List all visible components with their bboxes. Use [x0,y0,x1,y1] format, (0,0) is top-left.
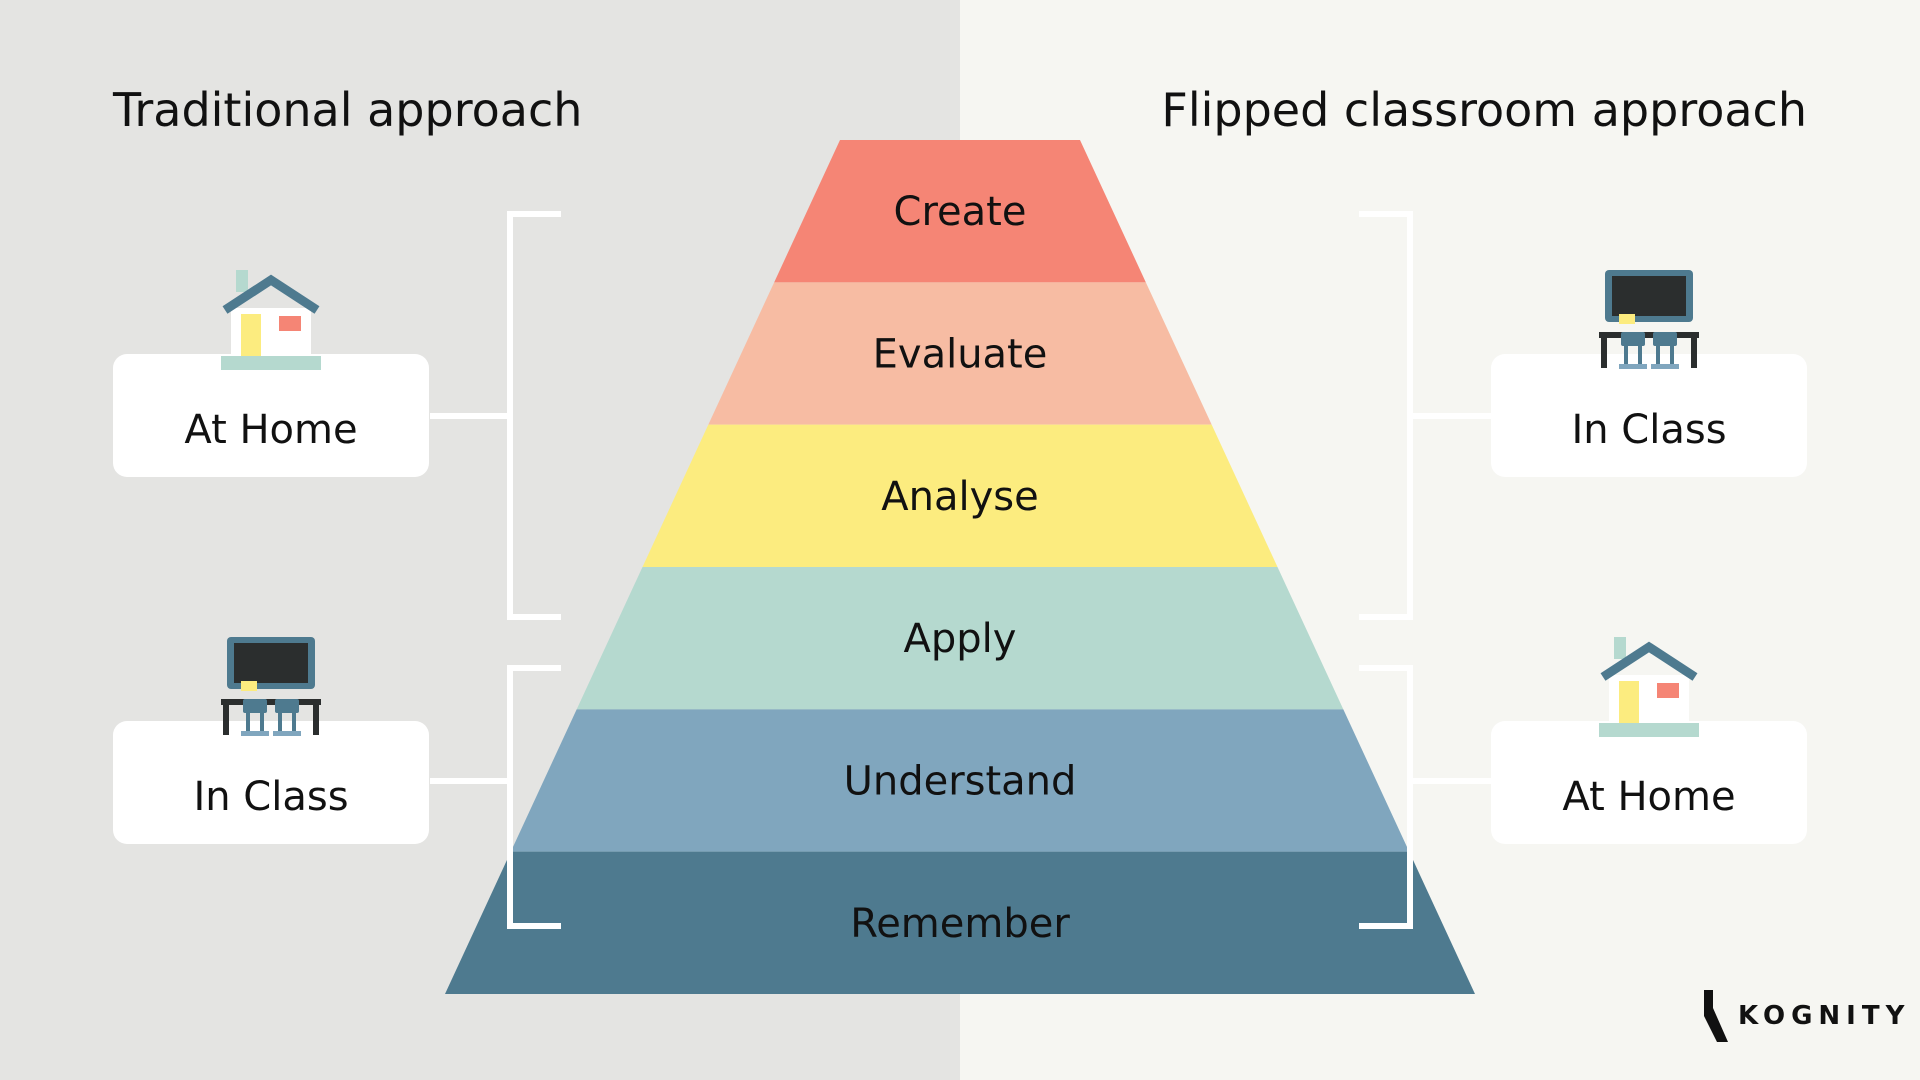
bracket-traditional-upper [507,211,561,620]
bracket-flipped-lower [1359,665,1413,929]
house-icon [1599,637,1699,737]
card-label: In Class [193,774,349,820]
pyramid-label-evaluate: Evaluate [873,332,1048,378]
pyramid-layer-analyse [642,424,1278,567]
flipped-classroom-heading: Flipped classroom approach [1161,83,1807,137]
pyramid-label-remember: Remember [850,901,1070,947]
bracket-traditional-lower [507,665,561,929]
house-icon [221,270,321,370]
kognity-logo-mark-icon [1704,990,1728,1042]
pyramid-layers: CreateEvaluateAnalyseApplyUnderstandReme… [445,140,1475,994]
traditional-at-home-card: At Home [113,270,429,477]
card-label: At Home [184,407,358,453]
flipped-at-home-card: At Home [1491,637,1807,844]
pyramid-label-analyse: Analyse [881,474,1038,520]
pyramid-layer-apply [576,567,1344,710]
pyramid-label-understand: Understand [844,759,1077,805]
bracket-flipped-upper [1359,211,1413,620]
pyramid-layer-create [774,140,1146,283]
pyramid-layer-understand [510,709,1410,852]
classroom-icon [221,637,321,736]
flipped-in-class-card: In Class [1491,270,1807,477]
card-label: In Class [1571,407,1727,453]
kognity-wordmark: KOGNITY [1738,1001,1911,1031]
pyramid-label-apply: Apply [904,616,1017,662]
brackets [430,211,1491,929]
traditional-approach-heading: Traditional approach [113,83,583,137]
card-label: At Home [1562,774,1736,820]
traditional-in-class-card: In Class [113,637,429,844]
pyramid-layer-remember [445,851,1475,994]
classroom-icon [1599,270,1699,369]
pyramid-layer-evaluate [708,282,1212,425]
pyramid-label-create: Create [894,189,1027,235]
